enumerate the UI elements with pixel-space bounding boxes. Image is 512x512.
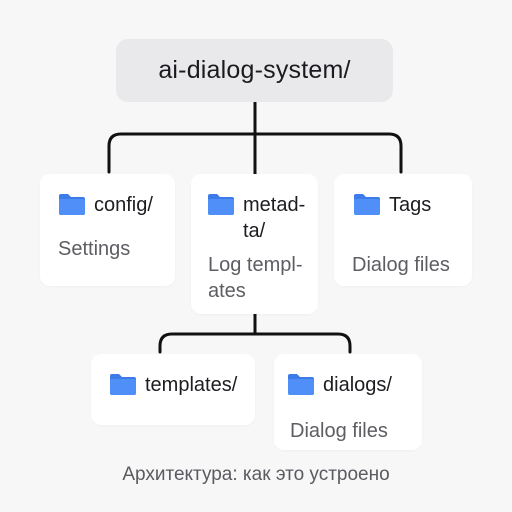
node-templates[interactable]: templates/ [91,354,255,425]
node-config[interactable]: config/ Settings [40,174,175,286]
node-config-name: config/ [94,194,153,216]
folder-icon [207,192,235,216]
node-metadata-desc: Log templ- ates [208,254,303,302]
node-metadata[interactable]: metad- ta/ Log templ- ates [191,174,318,314]
folder-icon [353,192,381,216]
node-config-desc: Settings [58,238,131,260]
node-dialogs[interactable]: dialogs/ Dialog files [274,354,422,450]
subbranch-right [253,332,352,354]
folder-icon [58,192,86,216]
node-dialogs-desc: Dialog files [290,420,388,442]
subbranch-left [158,332,257,354]
node-tags-name: Tags [389,194,432,216]
root-folder-box[interactable]: ai-dialog-system/ [116,39,393,102]
diagram-caption: Архитектура: как это устроено [122,464,390,485]
node-metadata-name: metad- ta/ [243,194,306,242]
root-label: ai-dialog-system/ [158,56,351,84]
node-templates-name: templates/ [145,374,238,396]
node-dialogs-name: dialogs/ [323,374,392,396]
node-tags[interactable]: Tags Dialog files [334,174,472,286]
node-tags-desc: Dialog files [352,254,450,276]
folder-icon [109,372,137,396]
branch-right [253,132,403,174]
folder-icon [287,372,315,396]
branch-left [107,132,257,174]
